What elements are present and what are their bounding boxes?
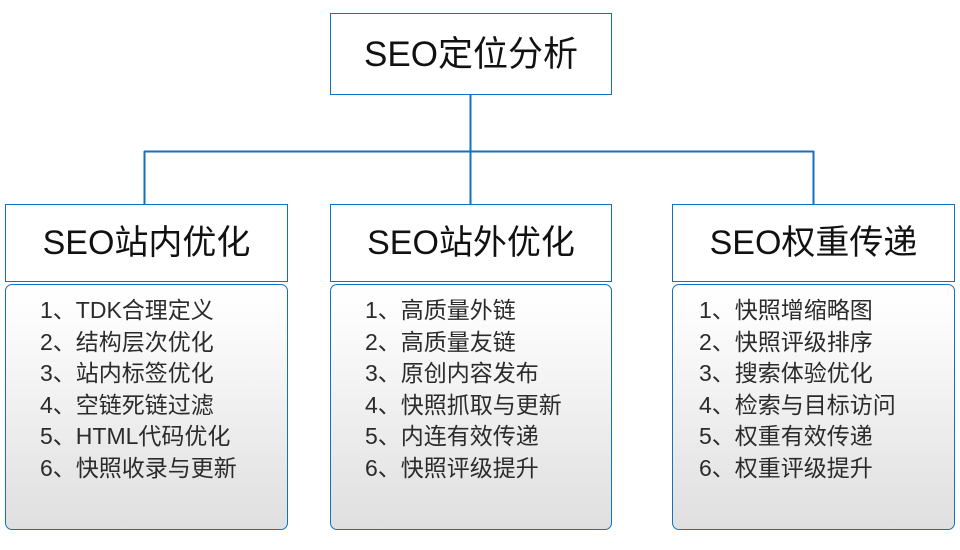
- list-item: 4、快照抓取与更新: [365, 391, 562, 418]
- branch-header-title-2: SEO站外优化: [367, 224, 575, 262]
- branch-list-3: 1、快照增缩略图 2、快照评级排序 3、搜索体验优化 4、检索与目标访问 5、权…: [673, 295, 954, 484]
- branch-list-2: 1、高质量外链 2、高质量友链 3、原创内容发布 4、快照抓取与更新 5、内连有…: [331, 295, 611, 484]
- list-item: 3、原创内容发布: [365, 360, 539, 386]
- branch-column-3: SEO权重传递 1、快照增缩略图 2、快照评级排序 3、搜索体验优化 4、检索与…: [672, 204, 955, 530]
- list-item: 2、快照评级排序: [699, 328, 873, 355]
- branch-list-1: 1、TDK合理定义 2、结构层次优化 3、站内标签优化 4、空链死链过滤 5、H…: [6, 295, 287, 484]
- list-item: 1、快照增缩略图: [699, 297, 873, 323]
- branch-header-1[interactable]: SEO站内优化: [5, 204, 288, 282]
- list-item: 1、高质量外链: [365, 297, 516, 323]
- list-item: 4、空链死链过滤: [40, 391, 214, 418]
- list-item: 3、站内标签优化: [40, 360, 214, 386]
- list-item: 6、权重评级提升: [699, 454, 873, 481]
- list-item: 5、权重有效传递: [699, 423, 873, 449]
- branch-header-title-1: SEO站内优化: [42, 224, 251, 262]
- branch-header-2[interactable]: SEO站外优化: [330, 204, 612, 282]
- list-item: 6、快照评级提升: [365, 454, 539, 481]
- list-item: 2、高质量友链: [365, 328, 516, 355]
- root-node[interactable]: SEO定位分析: [330, 13, 612, 95]
- branch-body-1: 1、TDK合理定义 2、结构层次优化 3、站内标签优化 4、空链死链过滤 5、H…: [5, 284, 288, 530]
- list-item: 5、HTML代码优化: [40, 423, 231, 449]
- list-item: 2、结构层次优化: [40, 328, 214, 355]
- branch-header-3[interactable]: SEO权重传递: [672, 204, 955, 282]
- list-item: 4、检索与目标访问: [699, 391, 896, 418]
- branch-header-title-3: SEO权重传递: [709, 224, 918, 262]
- branch-column-1: SEO站内优化 1、TDK合理定义 2、结构层次优化 3、站内标签优化 4、空链…: [5, 204, 288, 530]
- list-item: 5、内连有效传递: [365, 423, 539, 449]
- branch-body-3: 1、快照增缩略图 2、快照评级排序 3、搜索体验优化 4、检索与目标访问 5、权…: [672, 284, 955, 530]
- root-node-title: SEO定位分析: [364, 34, 578, 74]
- list-item: 6、快照收录与更新: [40, 454, 237, 481]
- list-item: 1、TDK合理定义: [40, 297, 214, 323]
- list-item: 3、搜索体验优化: [699, 360, 873, 386]
- branch-body-2: 1、高质量外链 2、高质量友链 3、原创内容发布 4、快照抓取与更新 5、内连有…: [330, 284, 612, 530]
- branch-column-2: SEO站外优化 1、高质量外链 2、高质量友链 3、原创内容发布 4、快照抓取与…: [330, 204, 612, 530]
